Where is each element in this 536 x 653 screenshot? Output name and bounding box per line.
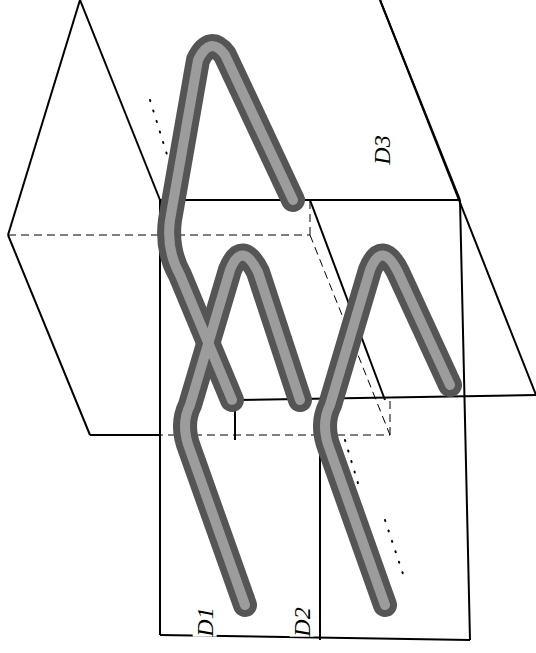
domain-label: D2 xyxy=(290,607,314,636)
cube-outline xyxy=(8,0,536,640)
domain-label: D1 xyxy=(193,607,217,636)
tubes xyxy=(169,46,450,605)
domain-label: D3 xyxy=(370,135,394,164)
